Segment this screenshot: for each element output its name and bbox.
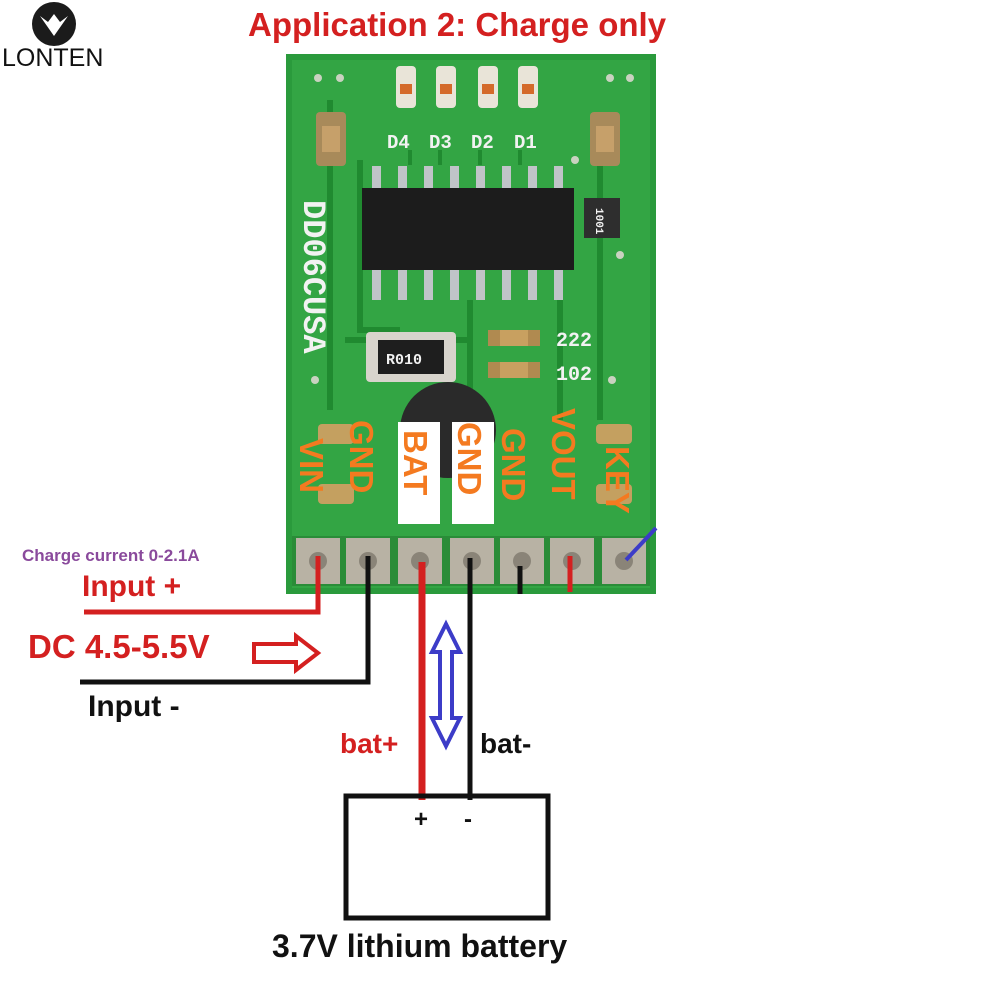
input-minus-label: Input - <box>88 690 180 723</box>
pcb-board: D4 D3 D2 D1 1001 DD06CUSA R010 <box>286 54 656 594</box>
charge-current-label: Charge current 0-2.1A <box>22 546 200 565</box>
input-arrow-icon <box>252 631 322 675</box>
led-row <box>396 66 538 108</box>
wiring <box>80 526 658 800</box>
battery-minus-sign: - <box>464 806 472 833</box>
pin-label-vin: VIN <box>293 438 330 493</box>
battery-label: 3.7V lithium battery <box>272 928 568 964</box>
dc-range-label: DC 4.5-5.5V <box>28 628 210 665</box>
bidirectional-arrow-icon <box>428 619 464 751</box>
capacitor-222-marking: 222 <box>556 330 592 353</box>
bat-minus-label: bat- <box>480 728 532 759</box>
battery-box <box>343 793 551 921</box>
wire-key <box>624 526 658 562</box>
diagram-title: Application 2: Charge only <box>248 6 667 43</box>
pin-label-gnd-2: GND <box>451 422 488 495</box>
brand-logo: LONTEN <box>0 0 110 80</box>
input-plus-label: Input + <box>82 570 182 603</box>
ic-chip <box>362 188 574 270</box>
pin-label-bat: BAT <box>397 430 434 495</box>
resistor-1001-marking: 1001 <box>592 208 604 235</box>
bat-plus-label: bat+ <box>340 728 399 759</box>
logo-text: LONTEN <box>2 44 104 72</box>
led-label-d3: D3 <box>429 132 452 154</box>
resistor-r010-marking: R010 <box>386 352 422 369</box>
capacitor-102-marking: 102 <box>556 364 592 387</box>
wire-input-plus <box>84 556 321 615</box>
pin-label-gnd-3: GND <box>495 428 532 501</box>
pin-label-key: KEY <box>599 446 636 514</box>
battery-plus-sign: + <box>414 806 429 833</box>
led-label-d2: D2 <box>471 132 494 154</box>
led-label-d4: D4 <box>387 132 410 154</box>
wire-input-minus <box>80 556 371 685</box>
pin-label-vout: VOUT <box>545 408 582 500</box>
board-model-label: DD06CUSA <box>294 200 331 354</box>
pin-label-gnd-1: GND <box>343 420 380 493</box>
resistor-1001 <box>584 198 620 238</box>
led-label-d1: D1 <box>514 132 537 154</box>
logo-emblem-icon <box>32 2 76 46</box>
